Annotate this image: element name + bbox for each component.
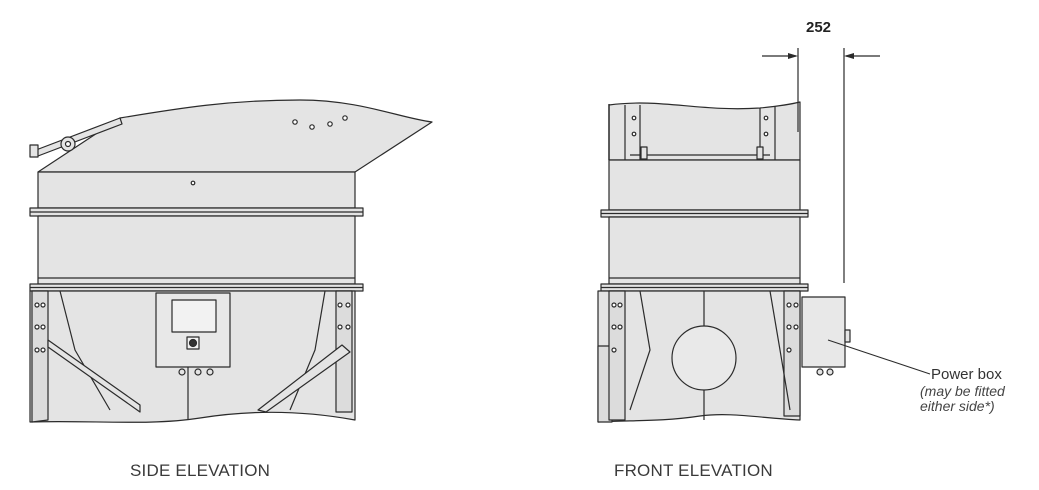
side-middle-body xyxy=(37,215,356,285)
front-upper-section xyxy=(608,101,801,161)
front-power-box xyxy=(801,296,846,368)
front-elevation-view xyxy=(597,48,931,423)
caption-front-elevation: FRONT ELEVATION xyxy=(614,461,773,480)
callout-note-line1: (may be fitted xyxy=(920,383,1005,399)
callout-title: Power box xyxy=(931,366,1002,383)
side-leg-left xyxy=(31,290,49,423)
side-brace-right xyxy=(257,344,351,413)
front-leg-right xyxy=(783,290,801,417)
front-upper-body xyxy=(608,159,801,211)
dimension-label: 252 xyxy=(806,19,832,36)
side-hood xyxy=(37,99,433,173)
side-brace-left xyxy=(47,339,141,413)
callout-leader-line xyxy=(827,339,931,375)
side-upper-body xyxy=(37,171,356,209)
front-outlet xyxy=(671,325,737,391)
front-middle-body xyxy=(608,216,801,285)
front-leg-left xyxy=(608,290,626,421)
side-elevation-view xyxy=(29,99,433,423)
caption-side-elevation: SIDE ELEVATION xyxy=(130,461,271,480)
callout-note-line2: either side*) xyxy=(920,398,995,414)
